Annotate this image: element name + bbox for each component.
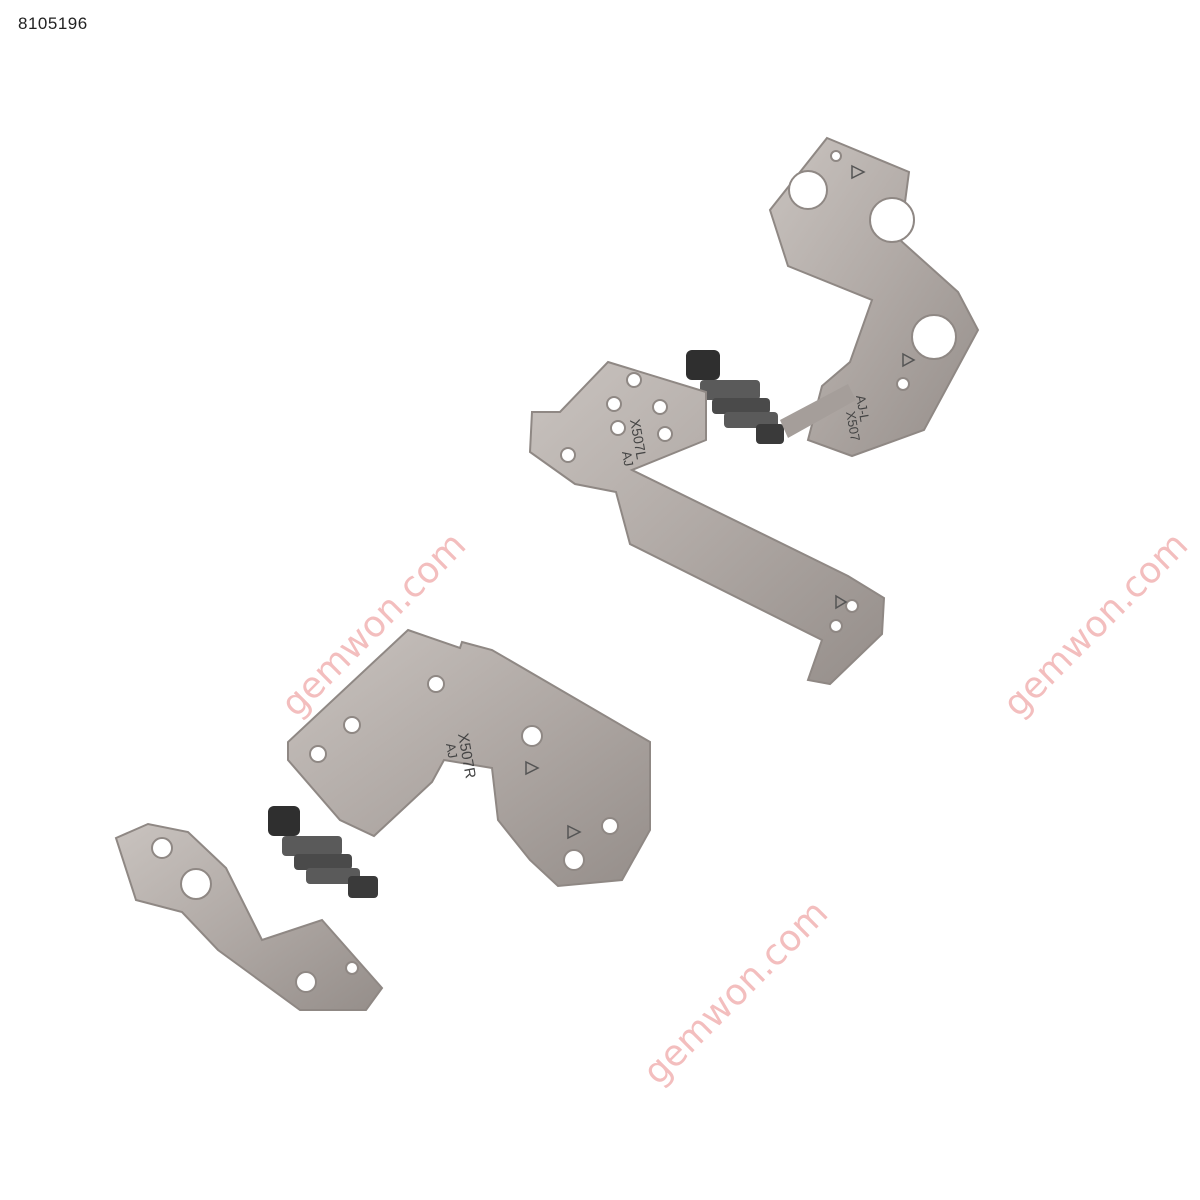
upper-plate-hole: [652, 399, 668, 415]
upper-plate-hole: [829, 619, 843, 633]
lower-bracket-hole: [295, 971, 317, 993]
lower-plate-hole: [427, 675, 445, 693]
upper-plate-hole: [610, 420, 626, 436]
triangle-mark: [567, 824, 582, 840]
upper-spring: [686, 350, 856, 444]
upper-bracket-hole: [869, 197, 915, 243]
lower-bracket-hole: [151, 837, 173, 859]
upper-bracket-hole: [911, 314, 957, 360]
lower-base-plate: [287, 628, 651, 888]
upper-plate-hole: [606, 396, 622, 412]
triangle-mark: [902, 352, 916, 368]
marking-text: AJ: [443, 742, 460, 760]
upper-bracket-hole: [788, 170, 828, 210]
lower-bracket-hole: [345, 961, 359, 975]
marking-text: X507L: [627, 418, 650, 461]
lower-spring: [268, 806, 378, 898]
upper-plate-hole: [626, 372, 642, 388]
triangle-mark: [851, 164, 866, 180]
upper-plate-hole: [560, 447, 576, 463]
upper-bracket-hole: [896, 377, 910, 391]
lower-bracket-plate: [114, 822, 384, 1011]
marking-text: X507: [843, 410, 863, 443]
triangle-mark: [525, 760, 540, 776]
lower-plate-hole: [309, 745, 327, 763]
upper-base-plate: [528, 360, 886, 686]
upper-bracket-hole: [830, 150, 842, 162]
upper-plate-hole: [845, 599, 859, 613]
upper-plate-hole: [657, 426, 673, 442]
lower-bracket-hole: [180, 868, 212, 900]
lower-plate-hole: [343, 716, 361, 734]
lower-plate-hole: [563, 849, 585, 871]
triangle-mark: [835, 594, 848, 610]
product-id: 8105196: [18, 14, 88, 33]
upper-hinge: [528, 136, 980, 686]
upper-bracket-plate: [768, 136, 980, 458]
lower-plate-hole: [601, 817, 619, 835]
marking-text: AJ: [619, 450, 636, 468]
lower-hinge: [114, 628, 651, 1011]
marking-text: AJ-L: [853, 394, 872, 423]
lower-plate-hole: [521, 725, 543, 747]
